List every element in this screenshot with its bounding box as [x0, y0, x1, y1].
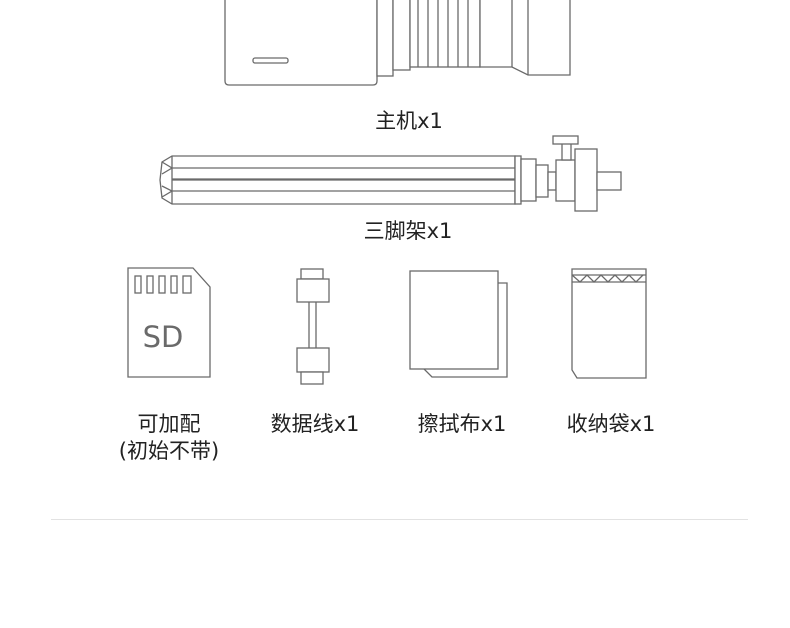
main-unit-icon	[224, 0, 571, 86]
cleaning-cloth-label: 擦拭布x1	[417, 412, 507, 436]
storage-bag-label: 收纳袋x1	[566, 412, 656, 436]
data-cable-icon	[296, 268, 330, 385]
storage-bag-icon	[571, 268, 647, 379]
sd-card-text: SD	[143, 320, 184, 354]
sd-card-label-line2: (初始不带)	[118, 439, 220, 463]
sd-card-label-line1: 可加配	[137, 412, 201, 436]
tripod-icon	[159, 135, 622, 212]
section-divider	[51, 519, 748, 520]
sd-card-icon: SD	[127, 267, 211, 378]
main-unit-label: 主机x1	[375, 109, 443, 133]
tripod-label: 三脚架x1	[363, 219, 453, 243]
data-cable-label: 数据线x1	[270, 412, 360, 436]
cleaning-cloth-icon	[409, 270, 508, 378]
